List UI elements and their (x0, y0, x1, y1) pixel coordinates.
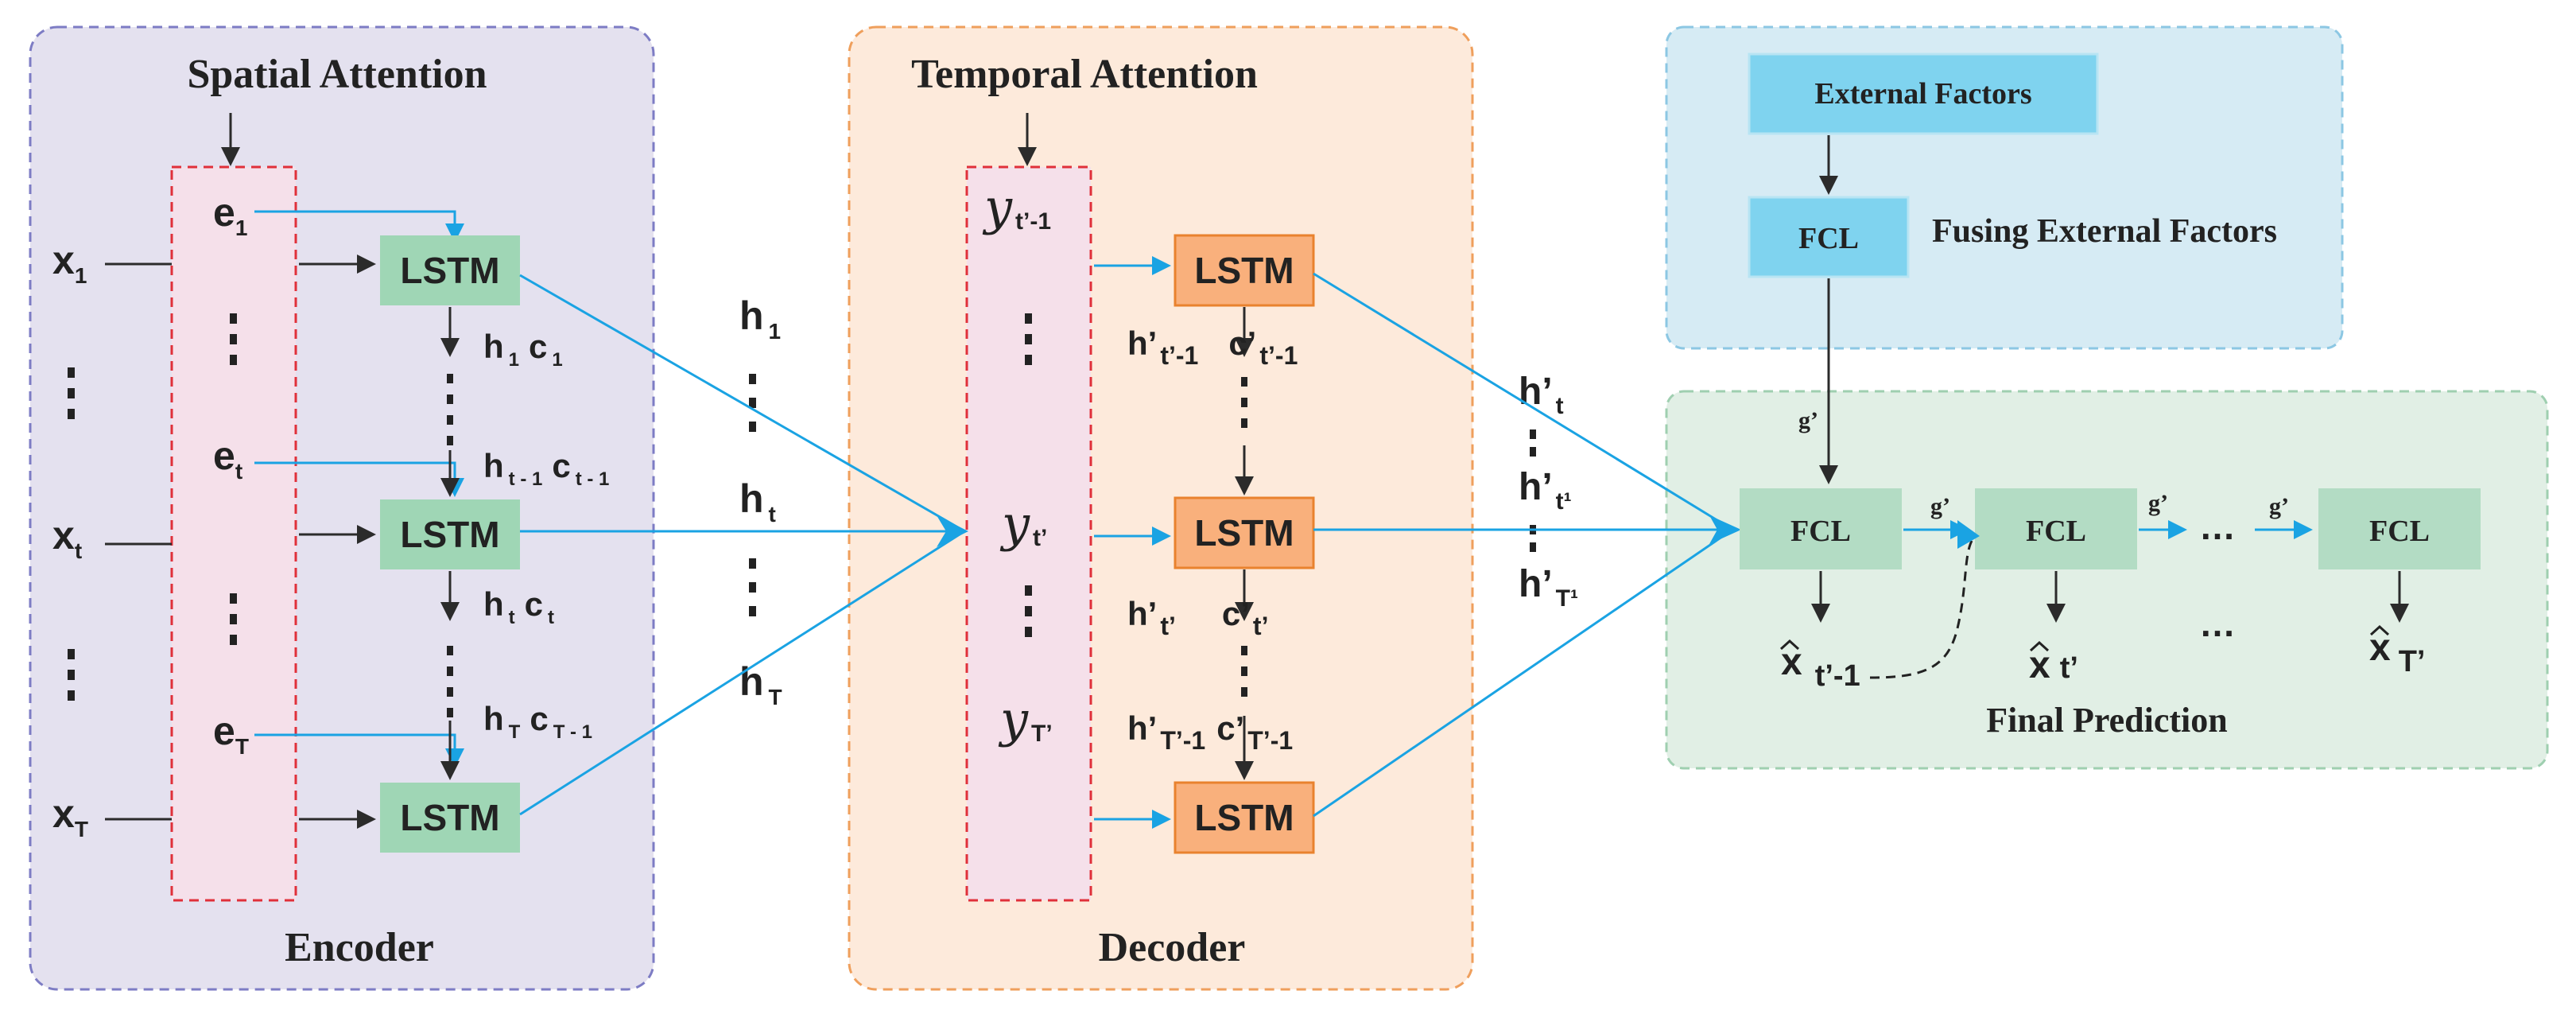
temporal-attention-column (965, 165, 1092, 902)
temporal-attention-title: Temporal Attention (911, 52, 1258, 97)
prediction-g-label-2: g’ (2148, 490, 2168, 516)
encoder-title: Encoder (285, 925, 434, 970)
final-prediction-panel (1665, 390, 2549, 770)
svg-text:yt’-1: yt’-1 (982, 178, 1051, 236)
attention-weight-et: et (213, 433, 242, 484)
spatial-attention-title: Spatial Attention (187, 52, 487, 97)
decoder-title: Decoder (1099, 925, 1246, 970)
svg-text:FCL: FCL (2369, 515, 2430, 548)
fusing-external-factors-caption: Fusing External Factors (1932, 213, 2277, 250)
svg-text:yt’: yt’ (999, 495, 1047, 553)
decoder-merge-arrowhead (1709, 515, 1741, 544)
svg-text:LSTM: LSTM (400, 250, 499, 291)
svg-text:et: et (213, 433, 242, 484)
decoder-lstm-T: LSTM (1174, 781, 1315, 854)
prediction-g-label-3: g’ (2269, 493, 2289, 519)
svg-text:LSTM: LSTM (1194, 512, 1294, 554)
encoder-merge-arrowhead (937, 515, 968, 547)
svg-text:LSTM: LSTM (1194, 797, 1294, 838)
prediction-fcl-1: FCL (1740, 488, 1902, 569)
encoder-input-1: x1 (52, 238, 87, 288)
prediction-dots-top: … (2199, 506, 2236, 547)
final-prediction-caption: Final Prediction (1986, 701, 2228, 740)
encoder-lstm-1: LSTM (380, 235, 520, 305)
decoder-lstm-1: LSTM (1174, 234, 1315, 307)
encoder-input-T: xT (52, 791, 88, 841)
encoder-input-t: xt (52, 513, 82, 563)
svg-text:LSTM: LSTM (400, 514, 499, 555)
svg-text:xt: xt (52, 513, 82, 563)
decoder-hidden-t1: h’t¹ (1519, 466, 1572, 515)
attention-weight-e1: e1 (213, 190, 247, 240)
svg-text:yT’: yT’ (998, 690, 1053, 748)
decoder-hidden-T1: h’T¹ (1519, 563, 1578, 612)
temporal-column-dots (1025, 313, 1032, 637)
svg-text:xt’: xt’ (2029, 644, 2078, 686)
decoder-state-t: h’t’c’t’ (1127, 595, 1268, 640)
encoder-lstm-t: LSTM (380, 499, 520, 569)
prediction-fcl-3: FCL (2318, 488, 2481, 569)
prediction-fcl-2: FCL (1975, 488, 2137, 569)
svg-text:External Factors: External Factors (1814, 77, 2031, 111)
svg-text:FCL: FCL (1790, 515, 1851, 548)
encoder-lstm-T: LSTM (380, 783, 520, 853)
spatial-attention-column (170, 165, 297, 902)
encoder-panel (29, 25, 655, 991)
svg-text:e1: e1 (213, 190, 247, 240)
svg-text:x1: x1 (52, 238, 87, 288)
prediction-dots-bottom: … (2199, 603, 2236, 644)
external-factors-box: External Factors (1748, 52, 2099, 135)
svg-text:eT: eT (213, 709, 249, 759)
attention-weight-eT: eT (213, 709, 249, 759)
svg-text:FCL: FCL (1798, 222, 1859, 255)
decoder-hidden-t: h’t (1519, 371, 1564, 419)
feedback-dashed-curve (1869, 540, 1973, 679)
prediction-g-label-1: g’ (1930, 493, 1950, 519)
external-g-label: g’ (1798, 407, 1818, 433)
decoder-lstm-t: LSTM (1174, 496, 1315, 569)
external-fcl-box: FCL (1748, 196, 1910, 278)
svg-text:xT: xT (52, 791, 88, 841)
encoder-input-dots (68, 367, 75, 701)
svg-text:LSTM: LSTM (1194, 250, 1294, 291)
svg-text:FCL: FCL (2026, 515, 2086, 548)
svg-text:LSTM: LSTM (400, 797, 499, 838)
hidden-state-dots (749, 374, 756, 616)
attention-column-dots (230, 313, 237, 645)
decoder-panel (848, 25, 1474, 991)
